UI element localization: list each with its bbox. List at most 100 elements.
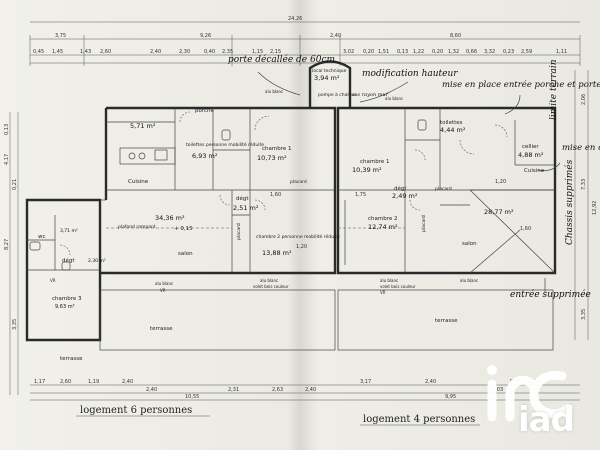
dim-left-3: 8,27 [4,239,10,250]
placard-1: placard [290,179,307,185]
dim-r2-6: 0,40 [204,49,215,55]
room-toilettes-right: toilettes [440,120,463,126]
room-chambre1-right-area: 10,39 m² [352,166,382,174]
room-toilettes-pmr: toilettes personne mobilité réduite [186,141,264,148]
room-pompe-chaleur: pompe à chaleur [318,91,356,98]
small-labels: placard placard placard placard alu blan… [50,89,531,295]
dim-r2-0: 0,45 [33,49,44,55]
room-toilettes-pmr-area: 6,93 m² [192,152,218,160]
note-modification-hauteur: modification hauteur [362,69,458,79]
terrace-label-2: terrasse [435,318,458,324]
room-salon-right-area: 28,77 m² [484,208,514,216]
dim-bottom-5: 2,40 [425,379,436,385]
placard-3: placard [236,223,242,240]
dim-bottom-r3-0: 10,55 [185,394,199,400]
opening-5: 1,75 [355,192,366,198]
dim-left-0: 0,13 [4,124,10,135]
terrace-label-1: terrasse [150,326,173,332]
room-chambre1-left: chambre 1 [262,146,292,152]
room-degt-left: dégt [236,195,249,202]
dim-r2-20: 2,59 [521,49,532,55]
dim-bottom-r2-1: 2,40 [146,387,157,393]
dim-bottom-r2-2: 2,63 [272,387,283,393]
dim-left-4: 3,35 [12,319,18,330]
dim-top-1: 3,75 [55,33,66,39]
room-cellier-area: 4,88 m² [518,151,544,159]
dim-right-3: 7,33 [581,179,587,190]
dim-r2-3: 2,60 [100,49,111,55]
room-chambre2-right-area: 12,74 m² [368,223,398,231]
dim-overall: 24,26 [288,16,302,22]
dim-row-2: 0,45 1,45 1,43 2,60 2,40 2,30 0,40 2,35 … [33,49,567,55]
dim-bottom-1: 2,60 [60,379,71,385]
placard-2: placard [435,186,452,192]
room-degt-left-area: 2,51 m² [233,204,259,212]
dim-r2-7: 2,35 [222,49,233,55]
iad-logo-text: iad [518,400,575,440]
opening-3: 1,20 [495,179,506,185]
left-room-labels: porche toilettes personne mobilité rédui… [38,108,340,310]
dim-r2-15: 0,20 [432,49,443,55]
dim-r2-1: 1,45 [52,49,63,55]
note-mise-en-place: mise en place entrée porche et porte de … [442,79,600,90]
dim-right-0: 2,06 [581,94,587,105]
right-dwelling-walls [308,60,557,275]
room-degt-small: dégt [62,257,75,264]
opening-4: 1,60 [520,226,531,232]
dim-left-1: 4,17 [4,154,10,165]
dim-bottom-r3-1: 9,95 [445,394,456,400]
room-bath-left-area: 3,71 m² [60,228,78,234]
alu-blanc-1: alu blanc [265,89,283,94]
room-wc-left: wc [38,234,46,240]
room-cellier: cellier [522,144,539,150]
placard-4: placard [421,215,427,232]
dim-r2-19: 0,23 [503,49,514,55]
dim-bottom-4: 3,17 [360,379,371,385]
dim-r2-5: 2,30 [179,49,190,55]
dim-r2-17: 0,66 [466,49,477,55]
note-entree-supprimee: entrée supprimée [510,289,591,300]
room-chambre2-pmr-area: 13,88 m² [262,249,292,257]
iad-logo-mark [487,365,573,422]
vr-2: VR [380,290,386,295]
dim-right-1: 12,92 [592,201,598,215]
dim-bottom-2: 1,19 [88,379,99,385]
dim-r2-10: 3,02 [343,49,354,55]
note-porte-decalee: porte décallée de 60cm [228,54,335,65]
dim-r2-4: 2,40 [150,49,161,55]
opening-1: 1,20 [296,244,307,250]
alu-blanc-6: alu blanc [380,278,398,283]
dim-r2-8: 1,15 [252,49,263,55]
room-chambre1-left-area: 10,73 m² [257,154,287,162]
room-degt-right-area: 2,49 m² [392,192,418,200]
room-toilettes-right-area: 4,44 m² [440,126,466,134]
dim-top-2: 9,26 [200,33,211,39]
room-chambre3-area: 9,63 m² [55,304,75,310]
room-local-technique-area: 3,94 m² [314,74,340,82]
room-salon-left: salon [178,251,193,257]
alu-blanc-3: alu blanc [260,278,278,283]
dim-r2-9: 2,15 [270,49,281,55]
alu-blanc-2: alu blanc [385,96,403,101]
handwritten-annotations: porte décallée de 60cm modification haut… [228,54,600,300]
left-dimension-lines: 0,13 4,17 0,21 8,27 3,35 [4,112,19,395]
dim-top-4: 8,60 [450,33,461,39]
top-dimension-lines: 24,26 3,75 9,26 2,40 8,60 0,45 1,45 1,43… [29,16,581,66]
right-dimension-lines: 2,06 12,92 3,35 7,33 [574,70,598,340]
dim-r2-13: 0,13 [397,49,408,55]
room-entry-area: 5,71 m² [130,122,156,130]
dim-r2-16: 1,32 [448,49,459,55]
dim-r2-2: 1,43 [80,49,91,55]
caption-logement-4: logement 4 personnes [363,414,475,425]
level-mark: + 0,15 [174,226,193,232]
dim-r2-12: 1,51 [378,49,389,55]
left-dwelling-walls [25,106,337,342]
dim-bottom-r2-0: 2,31 [228,387,239,393]
room-degt-right: dégt [394,185,407,192]
room-degt-small-area: 2,30 m² [88,258,106,264]
room-chambre1-right: chambre 1 [360,159,390,165]
dim-r2-11: 0,20 [363,49,374,55]
room-porche: porche [195,108,215,114]
